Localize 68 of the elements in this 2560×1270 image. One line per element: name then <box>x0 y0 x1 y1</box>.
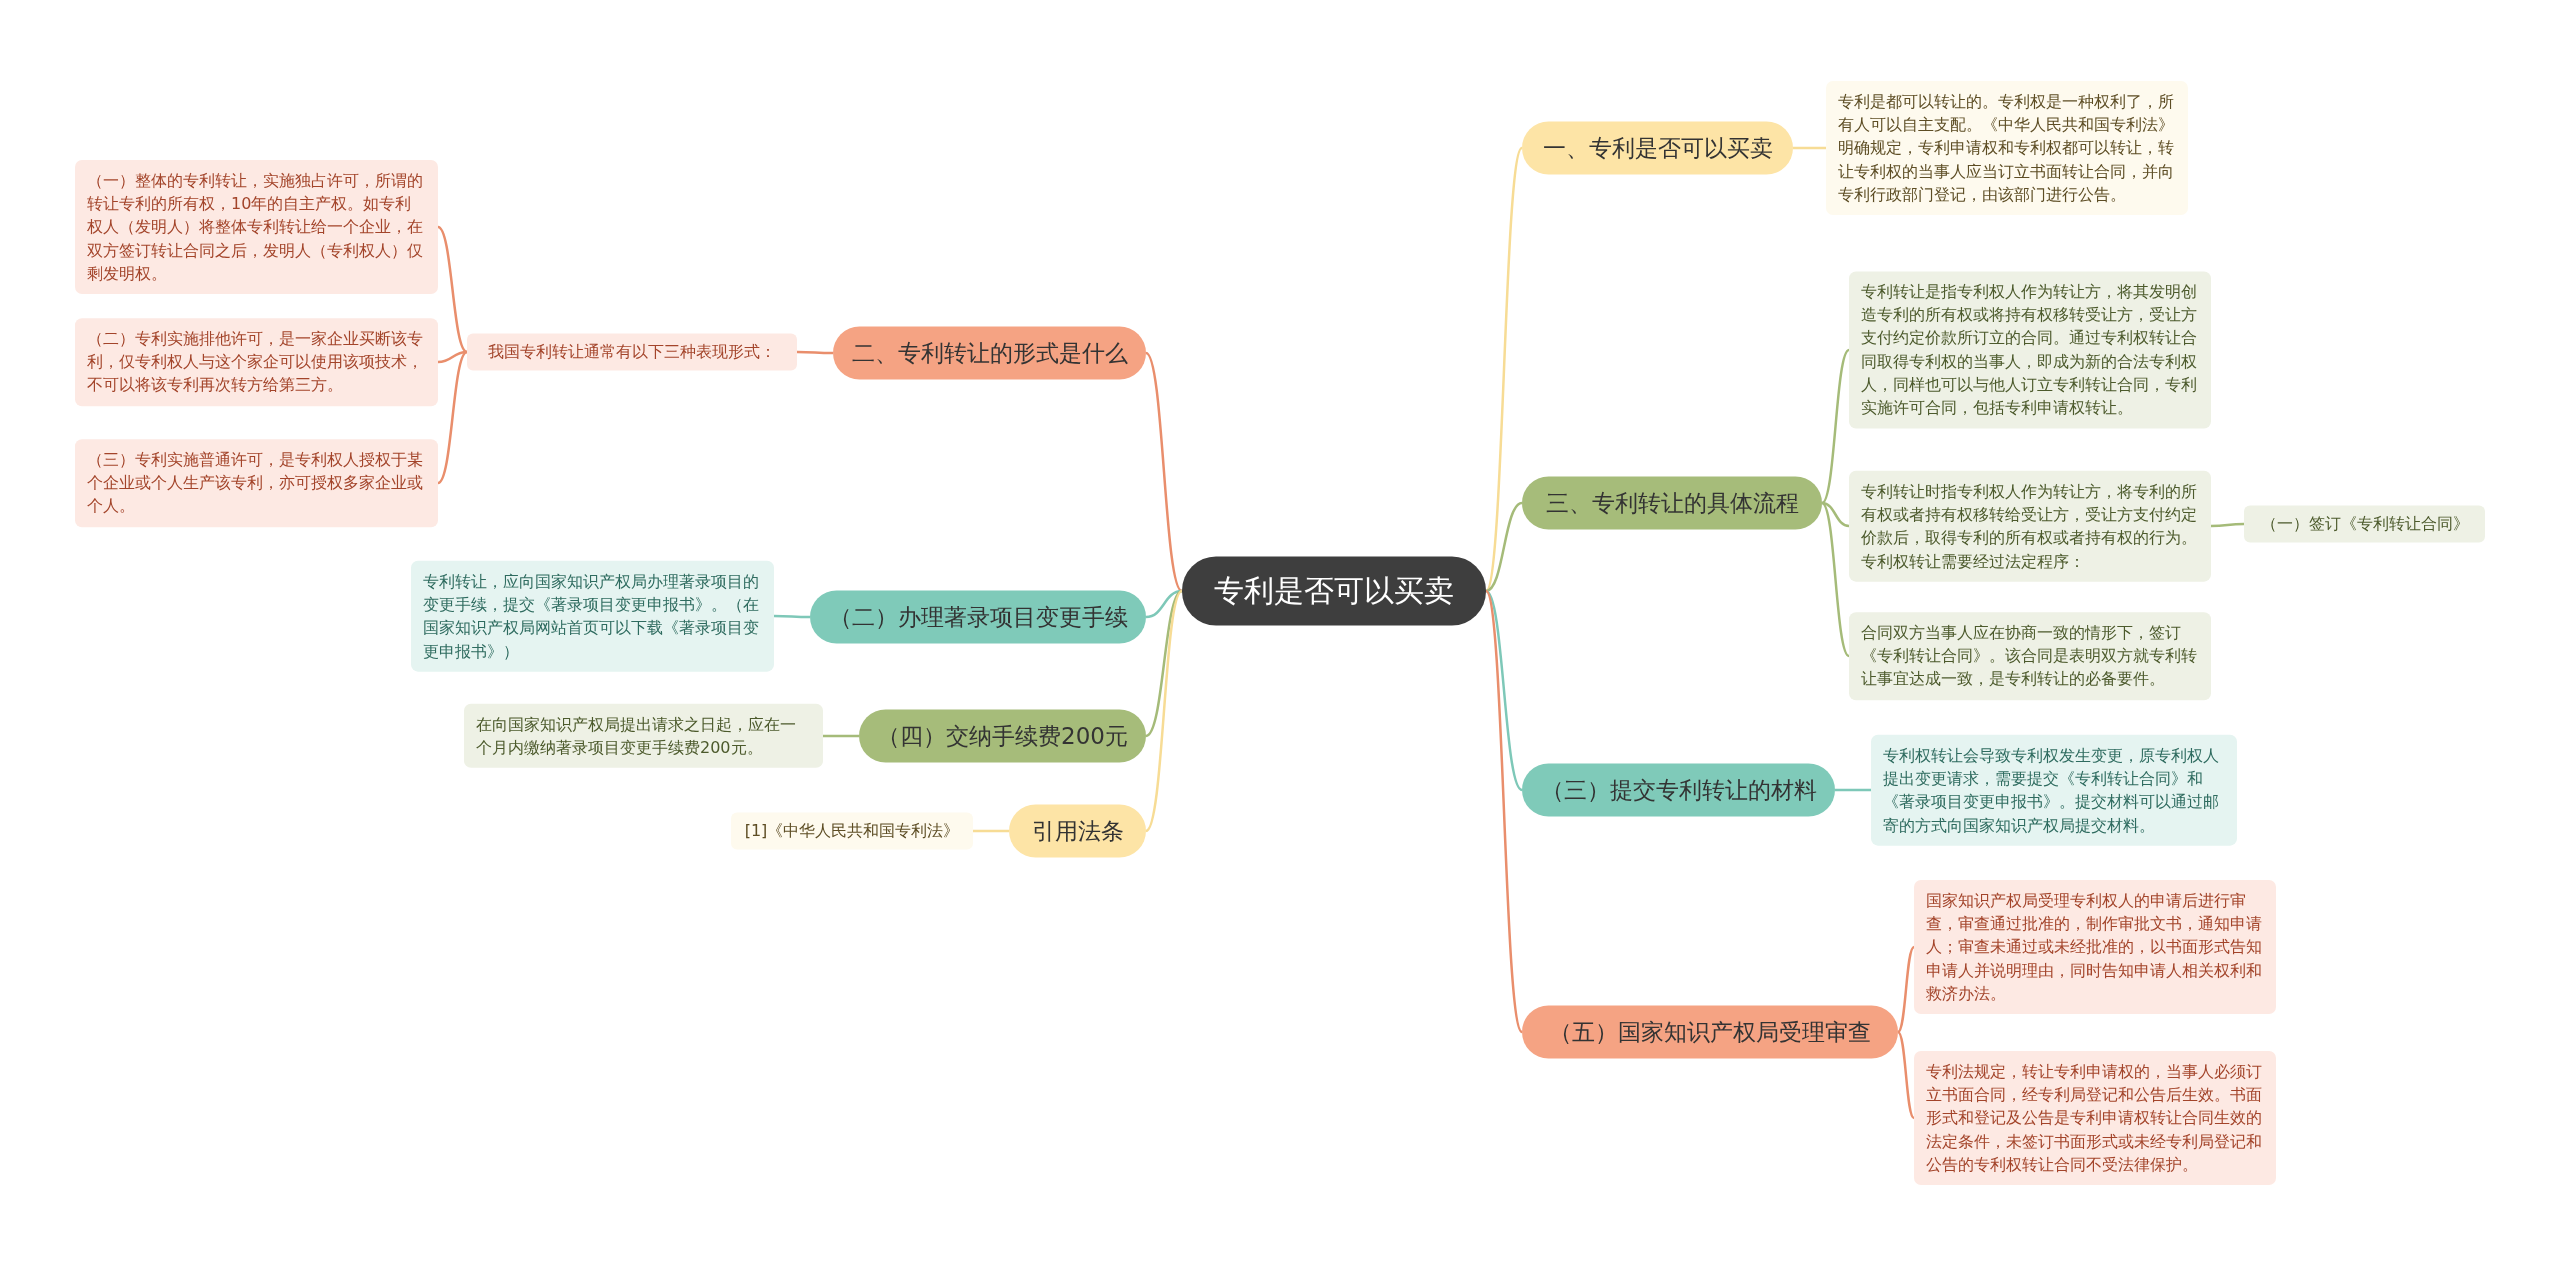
note-card <box>1849 470 2211 582</box>
connector-line <box>1821 349 1850 504</box>
note-text: （一）整体的专利转让，实施独占许可，所谓的转让专利的所有权，10年的自主产权。如专利权人（发明人）将整体专利转让给一个企业，在双方签订转让合同之后，发明人（专利权人）仅剩发明权。 <box>87 170 424 285</box>
note-text: （三）专利实施普通许可，是专利权人授权于某个企业或个人生产该专利，亦可授权多家企业或个人。 <box>87 449 424 518</box>
connector-line <box>1145 352 1183 592</box>
note-text: 专利法规定，转让专利申请权的，当事人必须订立书面合同，经专利局登记和公告后生效。书面形式和登记及公告是专利申请权转让合同生效的法定条件，未签订书面形式或未经专利局登记和公告的专利权转让合同不受法律保护。 <box>1926 1061 2263 1176</box>
connector-line <box>1485 590 1523 791</box>
note-card <box>1849 612 2211 700</box>
branch-topic <box>1522 121 1793 175</box>
connector-line <box>823 734 859 738</box>
sub-topic <box>731 812 973 850</box>
topic-text: （五）国家知识产权局受理审查 <box>1548 1017 1872 1047</box>
connector-line <box>973 829 1009 833</box>
topic-text: 专利是否可以买卖 <box>1213 571 1455 610</box>
connector-line <box>437 351 468 484</box>
connector-line <box>797 350 833 355</box>
note-card <box>75 318 438 406</box>
connector-line <box>1821 502 1850 657</box>
connector-line <box>1821 501 1850 528</box>
note-text: 专利转让是指专利权人作为转让方，将其发明创造专利的所有权或将持有权移转受让方，受让方支付约定价款所订立的合同。通过专利权转让合同取得专利权的当事人，即成为新的合法专利权人，同样也可以与他人订立专利转让合同，专利实施许可合同，包括专利申请权转让。 <box>1861 281 2198 420</box>
sub-topic <box>467 333 797 371</box>
branch-topic <box>1522 1005 1898 1059</box>
branch-topic <box>1009 804 1146 858</box>
connector-line <box>1897 1031 1915 1119</box>
note-card <box>1871 734 2237 846</box>
topic-text: （三）提交专利转让的材料 <box>1539 775 1818 805</box>
connector-line <box>1484 590 1524 1033</box>
branch-topic <box>859 709 1146 763</box>
note-text: 专利转让，应向国家知识产权局办理著录项目的变更手续，提交《著录项目变更申报书》。（在国家知识产权局网站首页可以下载《著录项目变更申报书》） <box>423 570 760 663</box>
topic-text: （二）办理著录项目变更手续 <box>827 602 1129 632</box>
connector-line <box>1145 589 1183 619</box>
connector-line <box>1793 146 1826 150</box>
connector-line <box>1897 946 1915 1033</box>
note-card <box>1914 1051 2276 1185</box>
note-text: 专利转让时指专利权人作为转让方，将专利的所有权或者持有权移转给受让方，受让方支付约定价款后，取得专利的所有权或者持有权的行为。专利权转让需要经过法定程序： <box>1861 480 2198 573</box>
topic-text: 我国专利转让通常有以下三种表现形式： <box>487 341 777 363</box>
connector-line <box>1485 501 1523 593</box>
connector-line <box>1484 147 1524 592</box>
note-card <box>75 160 438 294</box>
note-text: 在向国家知识产权局提出请求之日起，应在一个月内缴纳著录项目变更手续费200元。 <box>476 713 797 759</box>
note-card <box>1914 880 2276 1014</box>
topic-text: 二、专利转让的形式是什么 <box>850 338 1129 368</box>
note-card <box>75 439 438 527</box>
topic-text: 一、专利是否可以买卖 <box>1541 133 1774 163</box>
note-text: 合同双方当事人应在协商一致的情形下，签订《专利转让合同》。该合同是表明双方就专利转让事宜达成一致，是专利转让的必备要件。 <box>1861 622 2198 691</box>
topic-text: 引用法条 <box>1030 816 1125 846</box>
topic-text: （四）交纳手续费200元 <box>876 721 1129 751</box>
topic-text: [1]《中华人民共和国专利法》 <box>743 820 961 842</box>
connector-line <box>437 226 468 353</box>
connector-line <box>2211 522 2244 528</box>
sub-topic <box>2244 505 2485 543</box>
note-text: （二）专利实施排他许可，是一家企业买断该专利，仅专利权人与这个家企可以使用该项技术，不可以将该专利再次转方给第三方。 <box>87 328 424 397</box>
note-text: 国家知识产权局受理专利权人的申请后进行审查，审查通过批准的，制作审批文书，通知申请人；审查未通过或未经批准的，以书面形式告知申请人并说明理由，同时告知申请人相关权利和救济办法。 <box>1926 890 2263 1005</box>
note-card <box>1849 271 2211 429</box>
branch-topic <box>1522 763 1835 817</box>
branch-topic <box>810 590 1146 644</box>
connector-line <box>774 614 810 619</box>
note-text: 专利是都可以转让的。专利权是一种权利了，所有人可以自主支配。《中华人民共和国专利法》明确规定，专利申请权和专利权都可以转让，转让专利权的当事人应当订立书面转让合同，并向专利行政部门登记，由该部门进行公告。 <box>1838 91 2175 206</box>
note-text: 专利权转让会导致专利权发生变更，原专利权人提出变更请求，需要提交《专利转让合同》和《著录项目变更申报书》。提交材料可以通过邮寄的方式向国家知识产权局提交材料。 <box>1883 744 2220 837</box>
note-card <box>411 560 774 672</box>
connector-line <box>1835 788 1871 792</box>
topic-text: 三、专利转让的具体流程 <box>1544 488 1800 518</box>
topic-text: （一）签订《专利转让合同》 <box>2259 513 2470 535</box>
branch-topic <box>833 326 1146 380</box>
branch-topic <box>1522 476 1822 530</box>
note-card <box>464 703 823 769</box>
note-card <box>1826 81 2188 215</box>
connector-line <box>1145 590 1183 832</box>
